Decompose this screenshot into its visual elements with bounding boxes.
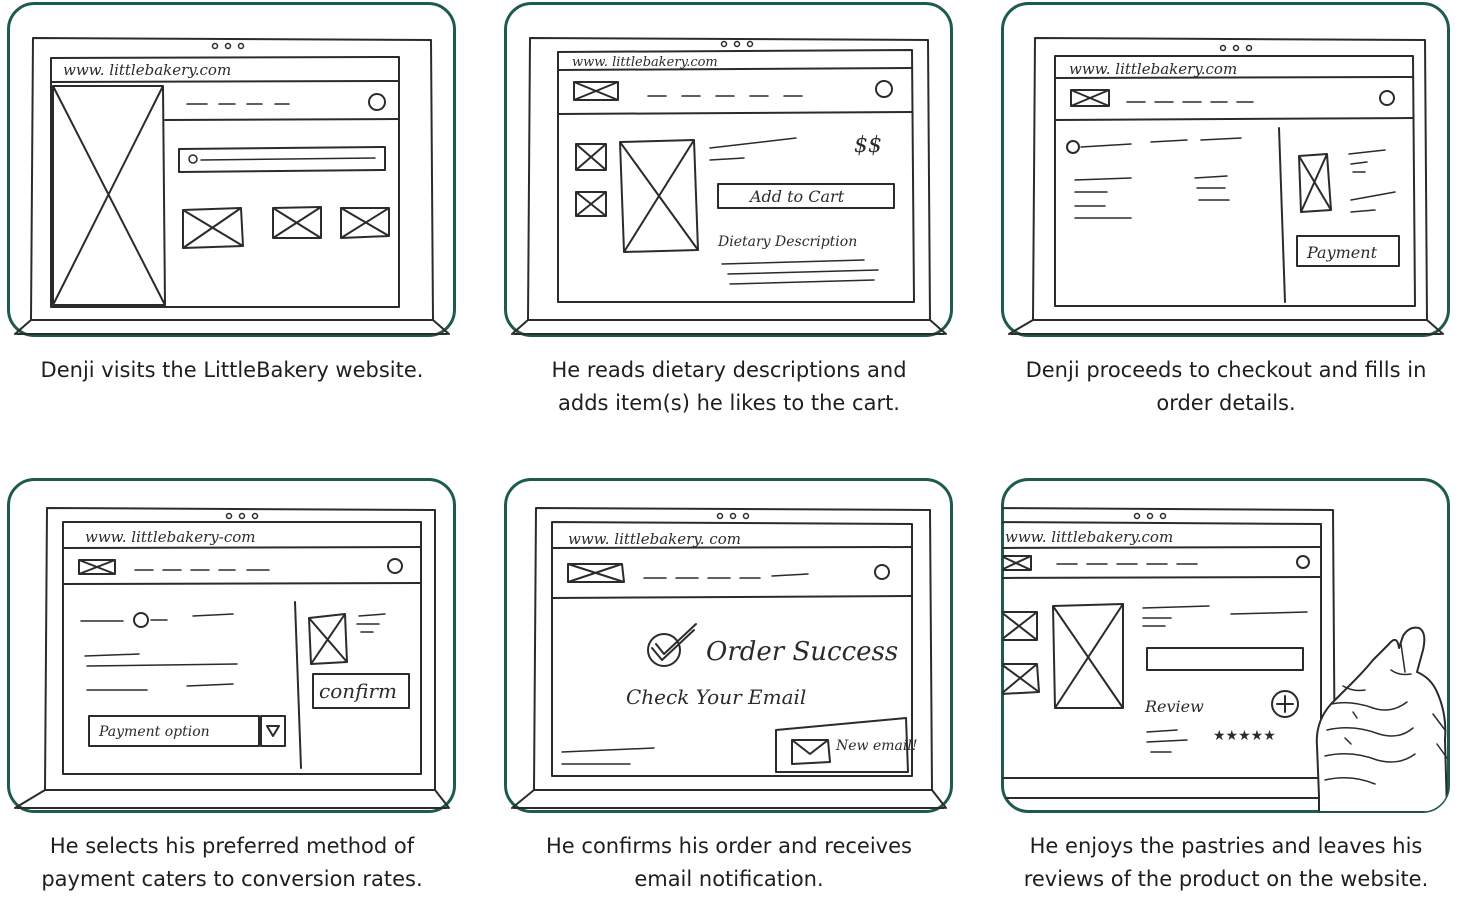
step-indicator xyxy=(1066,140,1080,154)
dietary-description-label: Dietary Description xyxy=(717,234,857,250)
caption-4: He selects his preferred method of payme… xyxy=(41,834,423,891)
confirm-button-label: confirm xyxy=(319,679,397,703)
url-text: www. littlebakery-com xyxy=(85,528,255,546)
url-text: www. littlebakery.com xyxy=(572,55,718,70)
logo-icon xyxy=(567,563,625,583)
review-label: Review xyxy=(1144,697,1204,716)
storyboard-panel-6: www. littlebakery.com Review ★★★★★ xyxy=(1001,478,1450,813)
logo-icon xyxy=(1002,555,1032,571)
plus-icon xyxy=(1276,695,1294,713)
url-text: www. littlebakery.com xyxy=(1069,60,1237,78)
account-icon xyxy=(874,564,890,580)
sketch-checkout-page: www. littlebakery.com Payment xyxy=(1001,2,1450,337)
caption-3: Denji proceeds to checkout and fills in … xyxy=(1025,358,1427,415)
sketch-product-page: www. littlebakery.com $$ Add to Cart Die… xyxy=(504,2,953,337)
caption-5: He confirms his order and receives email… xyxy=(546,834,912,891)
url-text: www. littlebakery. com xyxy=(568,530,741,548)
sketch-order-success-page: www. littlebakery. com Order Success Che… xyxy=(504,478,953,813)
sketch-payment-page: www. littlebakery-com Payment option con… xyxy=(7,478,456,813)
logo-icon xyxy=(1070,89,1110,107)
success-check-icon xyxy=(647,633,681,667)
add-review-button[interactable] xyxy=(1271,690,1299,718)
payment-button-label: Payment xyxy=(1306,243,1378,262)
search-icon xyxy=(188,154,198,164)
step-indicator xyxy=(133,612,149,628)
check-email-text: Check Your Email xyxy=(626,685,806,709)
review-input[interactable] xyxy=(1146,647,1304,671)
url-text: www. littlebakery.com xyxy=(63,61,231,79)
sketch-homepage: www. littlebakery.com xyxy=(7,2,456,337)
logo-icon xyxy=(573,81,619,101)
mail-icon xyxy=(791,739,831,765)
sketch-review-page: www. littlebakery.com Review ★★★★★ xyxy=(1001,478,1450,813)
storyboard-panel-5: www. littlebakery. com Order Success Che… xyxy=(504,478,953,813)
payment-option-label: Payment option xyxy=(98,724,210,740)
order-success-text: Order Success xyxy=(706,637,898,667)
account-icon xyxy=(1379,90,1395,106)
confirm-button[interactable] xyxy=(312,673,410,709)
caption-2: He reads dietary descriptions and adds i… xyxy=(551,358,907,415)
logo-icon xyxy=(78,559,116,575)
caption-1: Denji visits the LittleBakery website. xyxy=(40,358,424,382)
payment-button[interactable] xyxy=(1296,235,1400,267)
payment-option-select[interactable] xyxy=(88,715,260,747)
account-icon xyxy=(368,93,386,111)
caption-6: He enjoys the pastries and leaves his re… xyxy=(1023,834,1429,891)
star-rating: ★★★★★ xyxy=(1213,728,1276,744)
storyboard-panel-3: www. littlebakery.com Payment xyxy=(1001,2,1450,337)
storyboard-panel-2: www. littlebakery.com $$ Add to Cart Die… xyxy=(504,2,953,337)
add-to-cart-button[interactable] xyxy=(717,183,895,209)
thumbs-up-hand-icon xyxy=(1315,626,1448,812)
new-email-text: New email! xyxy=(835,738,917,754)
storyboard-panel-4: www. littlebakery-com Payment option con… xyxy=(7,478,456,813)
price-text: $$ xyxy=(854,133,882,158)
account-icon xyxy=(387,558,403,574)
chevron-down-icon xyxy=(266,725,280,737)
add-to-cart-label: Add to Cart xyxy=(748,187,845,206)
storyboard-panel-1: www. littlebakery.com xyxy=(7,2,456,337)
new-email-notification[interactable] xyxy=(775,717,909,773)
url-text: www. littlebakery.com xyxy=(1005,528,1173,546)
account-icon xyxy=(875,80,893,98)
account-icon xyxy=(1296,555,1310,569)
